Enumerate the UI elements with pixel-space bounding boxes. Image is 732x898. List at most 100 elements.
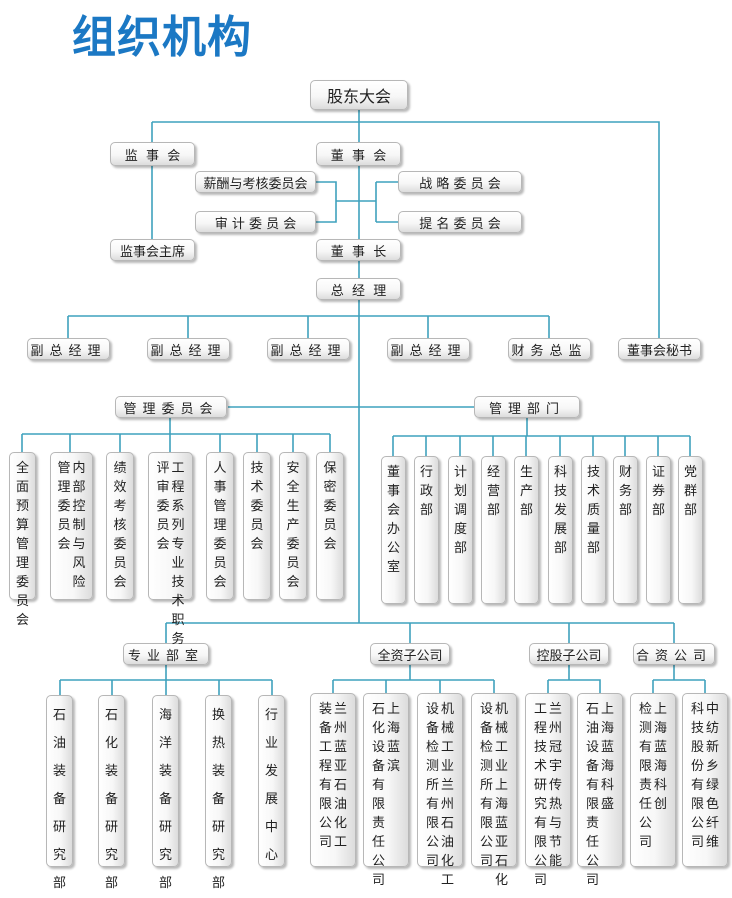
text-glyph: 计: [453, 465, 467, 480]
text-glyph: 管: [15, 537, 29, 552]
text-glyph: 务: [171, 632, 185, 647]
text-glyph: 预: [15, 499, 29, 514]
text-glyph: 任: [638, 797, 652, 812]
text-glyph: 股: [690, 740, 704, 755]
text-glyph: 生: [519, 465, 533, 480]
text-column: 海洋装备研究部: [159, 702, 172, 898]
text-glyph: 质: [586, 503, 600, 518]
text-column: 保密委员会: [323, 459, 336, 554]
text-glyph: 备: [371, 759, 385, 774]
joint-venture-box: 科技股份有限公司中纺新乡绿色纤维: [682, 693, 728, 867]
text-column: 行政部: [420, 463, 433, 520]
text-glyph: 司: [638, 835, 652, 850]
text-glyph: 机: [495, 702, 509, 717]
text-glyph: 全: [286, 480, 300, 495]
text-glyph: 责: [585, 816, 599, 831]
text-glyph: 公: [638, 816, 652, 831]
text-column: 生产部: [520, 463, 533, 520]
text-glyph: 生: [286, 499, 300, 514]
text-glyph: 部: [519, 503, 533, 518]
text-glyph: 纤: [706, 816, 720, 831]
text-glyph: 有: [479, 797, 493, 812]
text-glyph: 油: [334, 797, 348, 812]
text-glyph: 石: [495, 854, 509, 869]
text-glyph: 财: [618, 465, 632, 480]
text-glyph: 海: [495, 797, 509, 812]
text-glyph: 设: [479, 702, 493, 717]
text-glyph: 部: [586, 541, 600, 556]
shareholders-meeting-box: 股东大会: [310, 80, 408, 110]
text-glyph: 技: [171, 575, 185, 590]
text-glyph: 术: [171, 594, 185, 609]
text-glyph: 事: [213, 480, 227, 495]
text-glyph: 装: [158, 764, 172, 779]
text-glyph: 管: [213, 499, 227, 514]
text-glyph: 委: [156, 499, 170, 514]
text-glyph: 装: [318, 702, 332, 717]
holding-company-label: 控股子公司: [529, 643, 609, 665]
text-glyph: 系: [171, 499, 185, 514]
text-glyph: 油: [585, 721, 599, 736]
committee-box: 安全生产委员会: [279, 452, 307, 600]
text-glyph: 海: [601, 721, 615, 736]
text-glyph: 专: [171, 537, 185, 552]
text-glyph: 业: [441, 759, 455, 774]
committee-box: 全面预算管理委员会: [9, 452, 36, 628]
text-glyph: 密: [323, 480, 337, 495]
text-glyph: 面: [15, 480, 29, 495]
text-glyph: 委: [286, 537, 300, 552]
text-glyph: 州: [549, 721, 563, 736]
text-glyph: 风: [72, 556, 86, 571]
text-glyph: 会: [213, 575, 227, 590]
text-glyph: 术: [533, 759, 547, 774]
text-glyph: 技: [250, 461, 264, 476]
text-column: 科技发展部: [554, 463, 567, 558]
text-glyph: 证: [651, 465, 665, 480]
department-box: 技术质量部: [581, 456, 606, 604]
text-glyph: 公: [585, 854, 599, 869]
text-glyph: 责: [371, 816, 385, 831]
text-glyph: 乡: [706, 759, 720, 774]
text-glyph: 保: [323, 461, 337, 476]
vice-gm-box: 副总经理: [147, 338, 230, 360]
wholly-owned-label: 全资子公司: [370, 643, 450, 665]
subsidiary-box: 装备工程有限公司兰州蓝亚石油化工: [310, 693, 356, 867]
subsidiary-box: 设备检测所有限公司机械工业上海蓝亚石化: [471, 693, 517, 888]
text-glyph: 装: [104, 764, 118, 779]
text-glyph: 制: [72, 518, 86, 533]
text-glyph: 检: [425, 740, 439, 755]
text-glyph: 会: [386, 503, 400, 518]
text-column: 石油装备研究部: [53, 702, 66, 898]
text-glyph: 列: [171, 518, 185, 533]
text-glyph: 工: [441, 740, 455, 755]
text-glyph: 绿: [706, 778, 720, 793]
text-glyph: 石: [441, 816, 455, 831]
text-glyph: 务: [618, 484, 632, 499]
text-glyph: 程: [171, 480, 185, 495]
audit-committee-box: 审 计 委 员 会: [195, 211, 316, 233]
text-glyph: 管: [57, 461, 71, 476]
text-glyph: 石: [334, 778, 348, 793]
text-glyph: 蓝: [387, 740, 401, 755]
committee-box: 技术委员会: [243, 452, 271, 600]
text-glyph: 部: [158, 876, 172, 891]
text-column: 计划调度部: [454, 463, 467, 558]
text-column: 石化装备研究部: [105, 702, 118, 898]
text-glyph: 有: [638, 740, 652, 755]
text-glyph: 热: [549, 797, 563, 812]
text-glyph: 发: [264, 764, 278, 779]
text-glyph: 化: [495, 873, 509, 888]
text-column: 中纺新乡绿色纤维: [706, 700, 719, 852]
text-glyph: 装: [211, 764, 225, 779]
text-column: 装备工程有限公司: [319, 700, 332, 852]
text-glyph: 海: [654, 759, 668, 774]
text-column: 工程技术研究有限公司: [534, 700, 547, 890]
supervisor-chair-box: 监事会主席: [110, 239, 195, 261]
text-glyph: 限: [533, 835, 547, 850]
text-glyph: 部: [651, 503, 665, 518]
text-glyph: 维: [706, 835, 720, 850]
text-glyph: 兰: [441, 778, 455, 793]
text-glyph: 公: [371, 854, 385, 869]
management-committee-label: 管理委员会: [115, 396, 227, 418]
text-glyph: 部: [618, 503, 632, 518]
